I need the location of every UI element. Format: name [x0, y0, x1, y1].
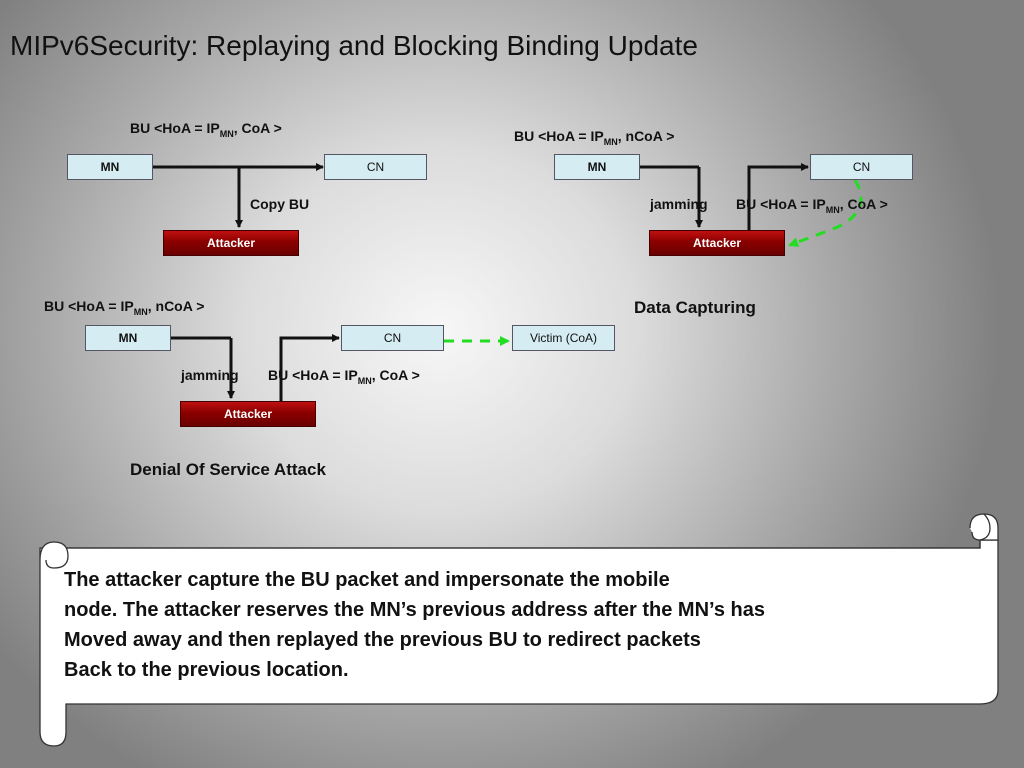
slide-title: MIPv6Security: Replaying and Blocking Bi… [10, 30, 698, 61]
description-line: The attacker capture the BU packet and i… [64, 569, 670, 591]
d3-victim-node: Victim (CoA) [512, 325, 615, 351]
d1-bu-label: BU <HoA = IPMN, CoA > [130, 120, 282, 139]
d1-cn-node: CN [324, 154, 427, 180]
d3-attacker-node: Attacker [180, 401, 316, 427]
diagram3-lines [170, 334, 510, 401]
d3-cn-node: CN [341, 325, 444, 351]
d3-bu-label: BU <HoA = IPMN, nCoA > [44, 298, 205, 317]
d2-replay-arrow [747, 163, 809, 230]
description-line: Back to the previous location. [64, 659, 349, 681]
d2-caption: Data Capturing [634, 298, 756, 317]
d2-jamming-label: jamming [650, 196, 708, 212]
description-text: The attacker capture the BU packet and i… [64, 565, 989, 685]
d2-capture-dashed [788, 179, 863, 247]
d2-mn-node: MN [554, 154, 640, 180]
description-line: Moved away and then replayed the previou… [64, 629, 701, 651]
d3-replay-arrow [279, 334, 340, 401]
d3-mn-node: MN [85, 325, 171, 351]
d3-jamming-label: jamming [181, 367, 239, 383]
diagram2-lines [639, 163, 863, 247]
d2-bu-label: BU <HoA = IPMN, nCoA > [514, 128, 675, 147]
d1-copy-label: Copy BU [250, 196, 310, 212]
description-line: node. The attacker reserves the MN’s pre… [64, 599, 765, 621]
d1-attacker-node: Attacker [163, 230, 299, 256]
d2-attacker-node: Attacker [649, 230, 785, 256]
d3-caption: Denial Of Service Attack [130, 460, 326, 479]
d2-replay-label: BU <HoA = IPMN, CoA > [736, 196, 888, 215]
scroll-shape [39, 513, 999, 747]
d3-replay-label: BU <HoA = IPMN, CoA > [268, 367, 420, 386]
d1-mn-node: MN [67, 154, 153, 180]
d2-cn-node: CN [810, 154, 913, 180]
diagram1-lines [153, 163, 324, 228]
